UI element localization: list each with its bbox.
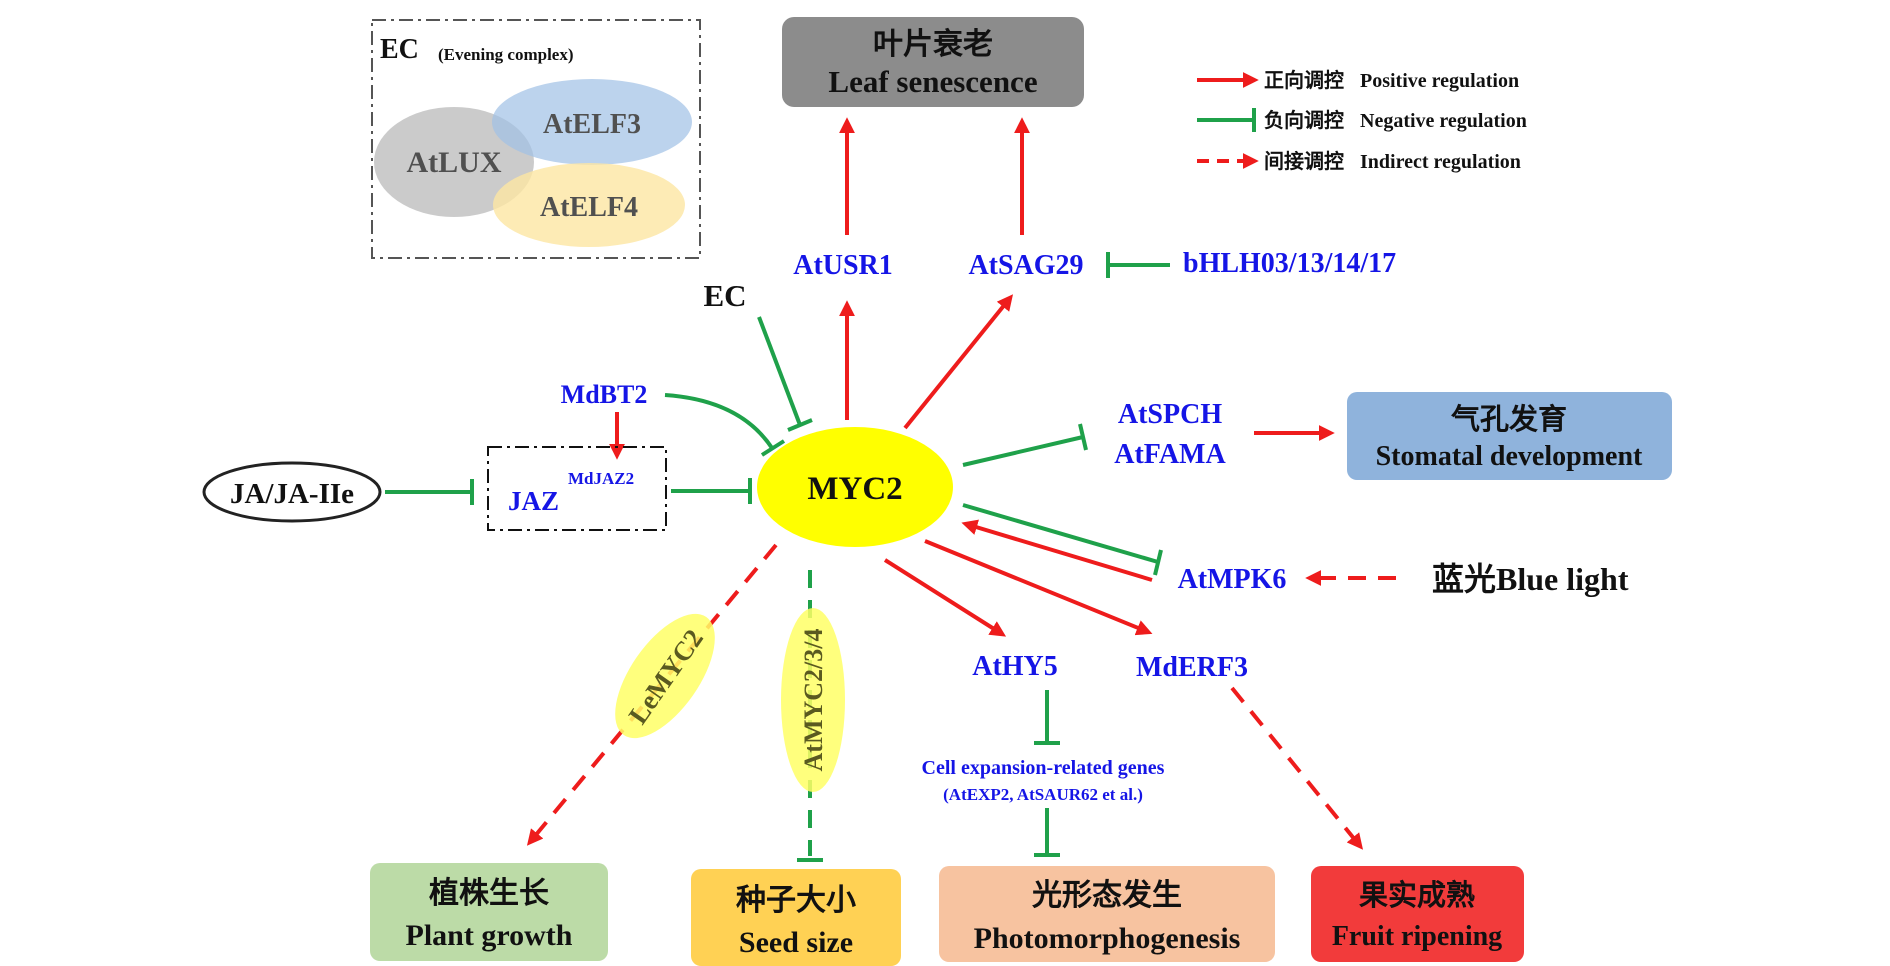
- atsag29-label: AtSAG29: [968, 250, 1083, 281]
- ec-complex-box: EC (Evening complex) AtLUX AtELF3 AtELF4: [371, 19, 701, 259]
- mdbt2-label: MdBT2: [561, 380, 648, 409]
- edge-myc2-atmpk6: [962, 503, 1159, 564]
- leaf-senescence-box: 叶片衰老 Leaf senescence: [782, 17, 1084, 107]
- myc2-node: MYC2: [757, 427, 953, 547]
- plant-growth-box: 植株生长 Plant growth: [370, 863, 608, 961]
- atmpk6-label: AtMPK6: [1178, 564, 1287, 595]
- atfama-label: AtFAMA: [1114, 439, 1226, 470]
- edge-mdbt2-myc2: [664, 393, 774, 450]
- ja-node: JA/JA-IIe: [202, 461, 382, 523]
- atelf4-label: AtELF4: [540, 192, 638, 223]
- edge-atmpk6-myc2: [961, 519, 1153, 582]
- fruit-ripening-box: 果实成熟 Fruit ripening: [1311, 866, 1524, 962]
- photo-en: Photomorphogenesis: [974, 922, 1241, 955]
- edge-ec-myc2: [757, 316, 802, 426]
- legend-positive-zh: 正向调控: [1264, 68, 1344, 92]
- cell-expansion-genes: (AtEXP2, AtSAUR62 et al.): [943, 785, 1143, 804]
- leaf-senescence-en: Leaf senescence: [828, 64, 1037, 99]
- bhlh-label: bHLH03/13/14/17: [1183, 248, 1396, 279]
- atmyc234-node: AtMYC2/3/4: [781, 608, 845, 792]
- stomatal-zh: 气孔发育: [1450, 402, 1567, 436]
- ec-box-title: EC: [380, 34, 419, 65]
- atlux-label: AtLUX: [407, 146, 502, 179]
- fruit-en: Fruit ripening: [1332, 921, 1502, 952]
- edge-myc2-athy5: [883, 558, 1007, 637]
- jaz-label: JAZ: [508, 486, 559, 516]
- legend: 正向调控 Positive regulation 负向调控 Negative r…: [1197, 68, 1527, 173]
- plant-growth-zh: 植株生长: [429, 877, 549, 910]
- plant-growth-en: Plant growth: [406, 919, 573, 952]
- athy5-label: AtHY5: [972, 651, 1058, 682]
- leaf-senescence-zh: 叶片衰老: [873, 28, 993, 61]
- edge-mderf3-fruit: [1230, 686, 1364, 850]
- myc2-label: MYC2: [807, 471, 902, 507]
- atelf3-label: AtELF3: [543, 109, 641, 140]
- legend-positive-en: Positive regulation: [1360, 70, 1519, 92]
- edge-myc2-mderf3: [924, 539, 1153, 636]
- fruit-zh: 果实成熟: [1359, 878, 1475, 912]
- edge-myc2-atspch: [962, 435, 1084, 467]
- stomatal-en: Stomatal development: [1376, 441, 1643, 472]
- photomorphogenesis-box: 光形态发生 Photomorphogenesis: [939, 866, 1275, 962]
- ec-label: EC: [703, 278, 746, 313]
- mderf3-label: MdERF3: [1136, 652, 1248, 683]
- ec-box-subtitle: (Evening complex): [438, 45, 574, 64]
- legend-indirect-zh: 间接调控: [1264, 149, 1344, 173]
- seed-size-en: Seed size: [739, 926, 853, 959]
- legend-negative-en: Negative regulation: [1360, 110, 1527, 132]
- seed-size-box: 种子大小 Seed size: [691, 869, 901, 966]
- cell-expansion-label: Cell expansion-related genes: [922, 757, 1165, 779]
- jaz-box: JAZ MdJAZ2: [487, 446, 667, 531]
- photo-zh: 光形态发生: [1032, 879, 1182, 912]
- legend-negative-zh: 负向调控: [1264, 108, 1344, 132]
- blue-light-label: 蓝光Blue light: [1432, 561, 1629, 597]
- atelf4-ellipse: [493, 163, 685, 247]
- stomatal-development-box: 气孔发育 Stomatal development: [1347, 392, 1672, 480]
- mdjaz2-label: MdJAZ2: [568, 469, 634, 488]
- seed-size-zh: 种子大小: [736, 884, 856, 917]
- atspch-label: AtSPCH: [1118, 399, 1222, 430]
- atusr1-label: AtUSR1: [793, 250, 893, 281]
- ja-label: JA/JA-IIe: [230, 478, 354, 510]
- atmyc234-label: AtMYC2/3/4: [799, 629, 828, 772]
- atlux-ellipse: [374, 107, 534, 217]
- atelf3-ellipse: [492, 79, 692, 165]
- edge-myc2-atsag29: [903, 294, 1014, 430]
- legend-indirect-en: Indirect regulation: [1360, 151, 1521, 173]
